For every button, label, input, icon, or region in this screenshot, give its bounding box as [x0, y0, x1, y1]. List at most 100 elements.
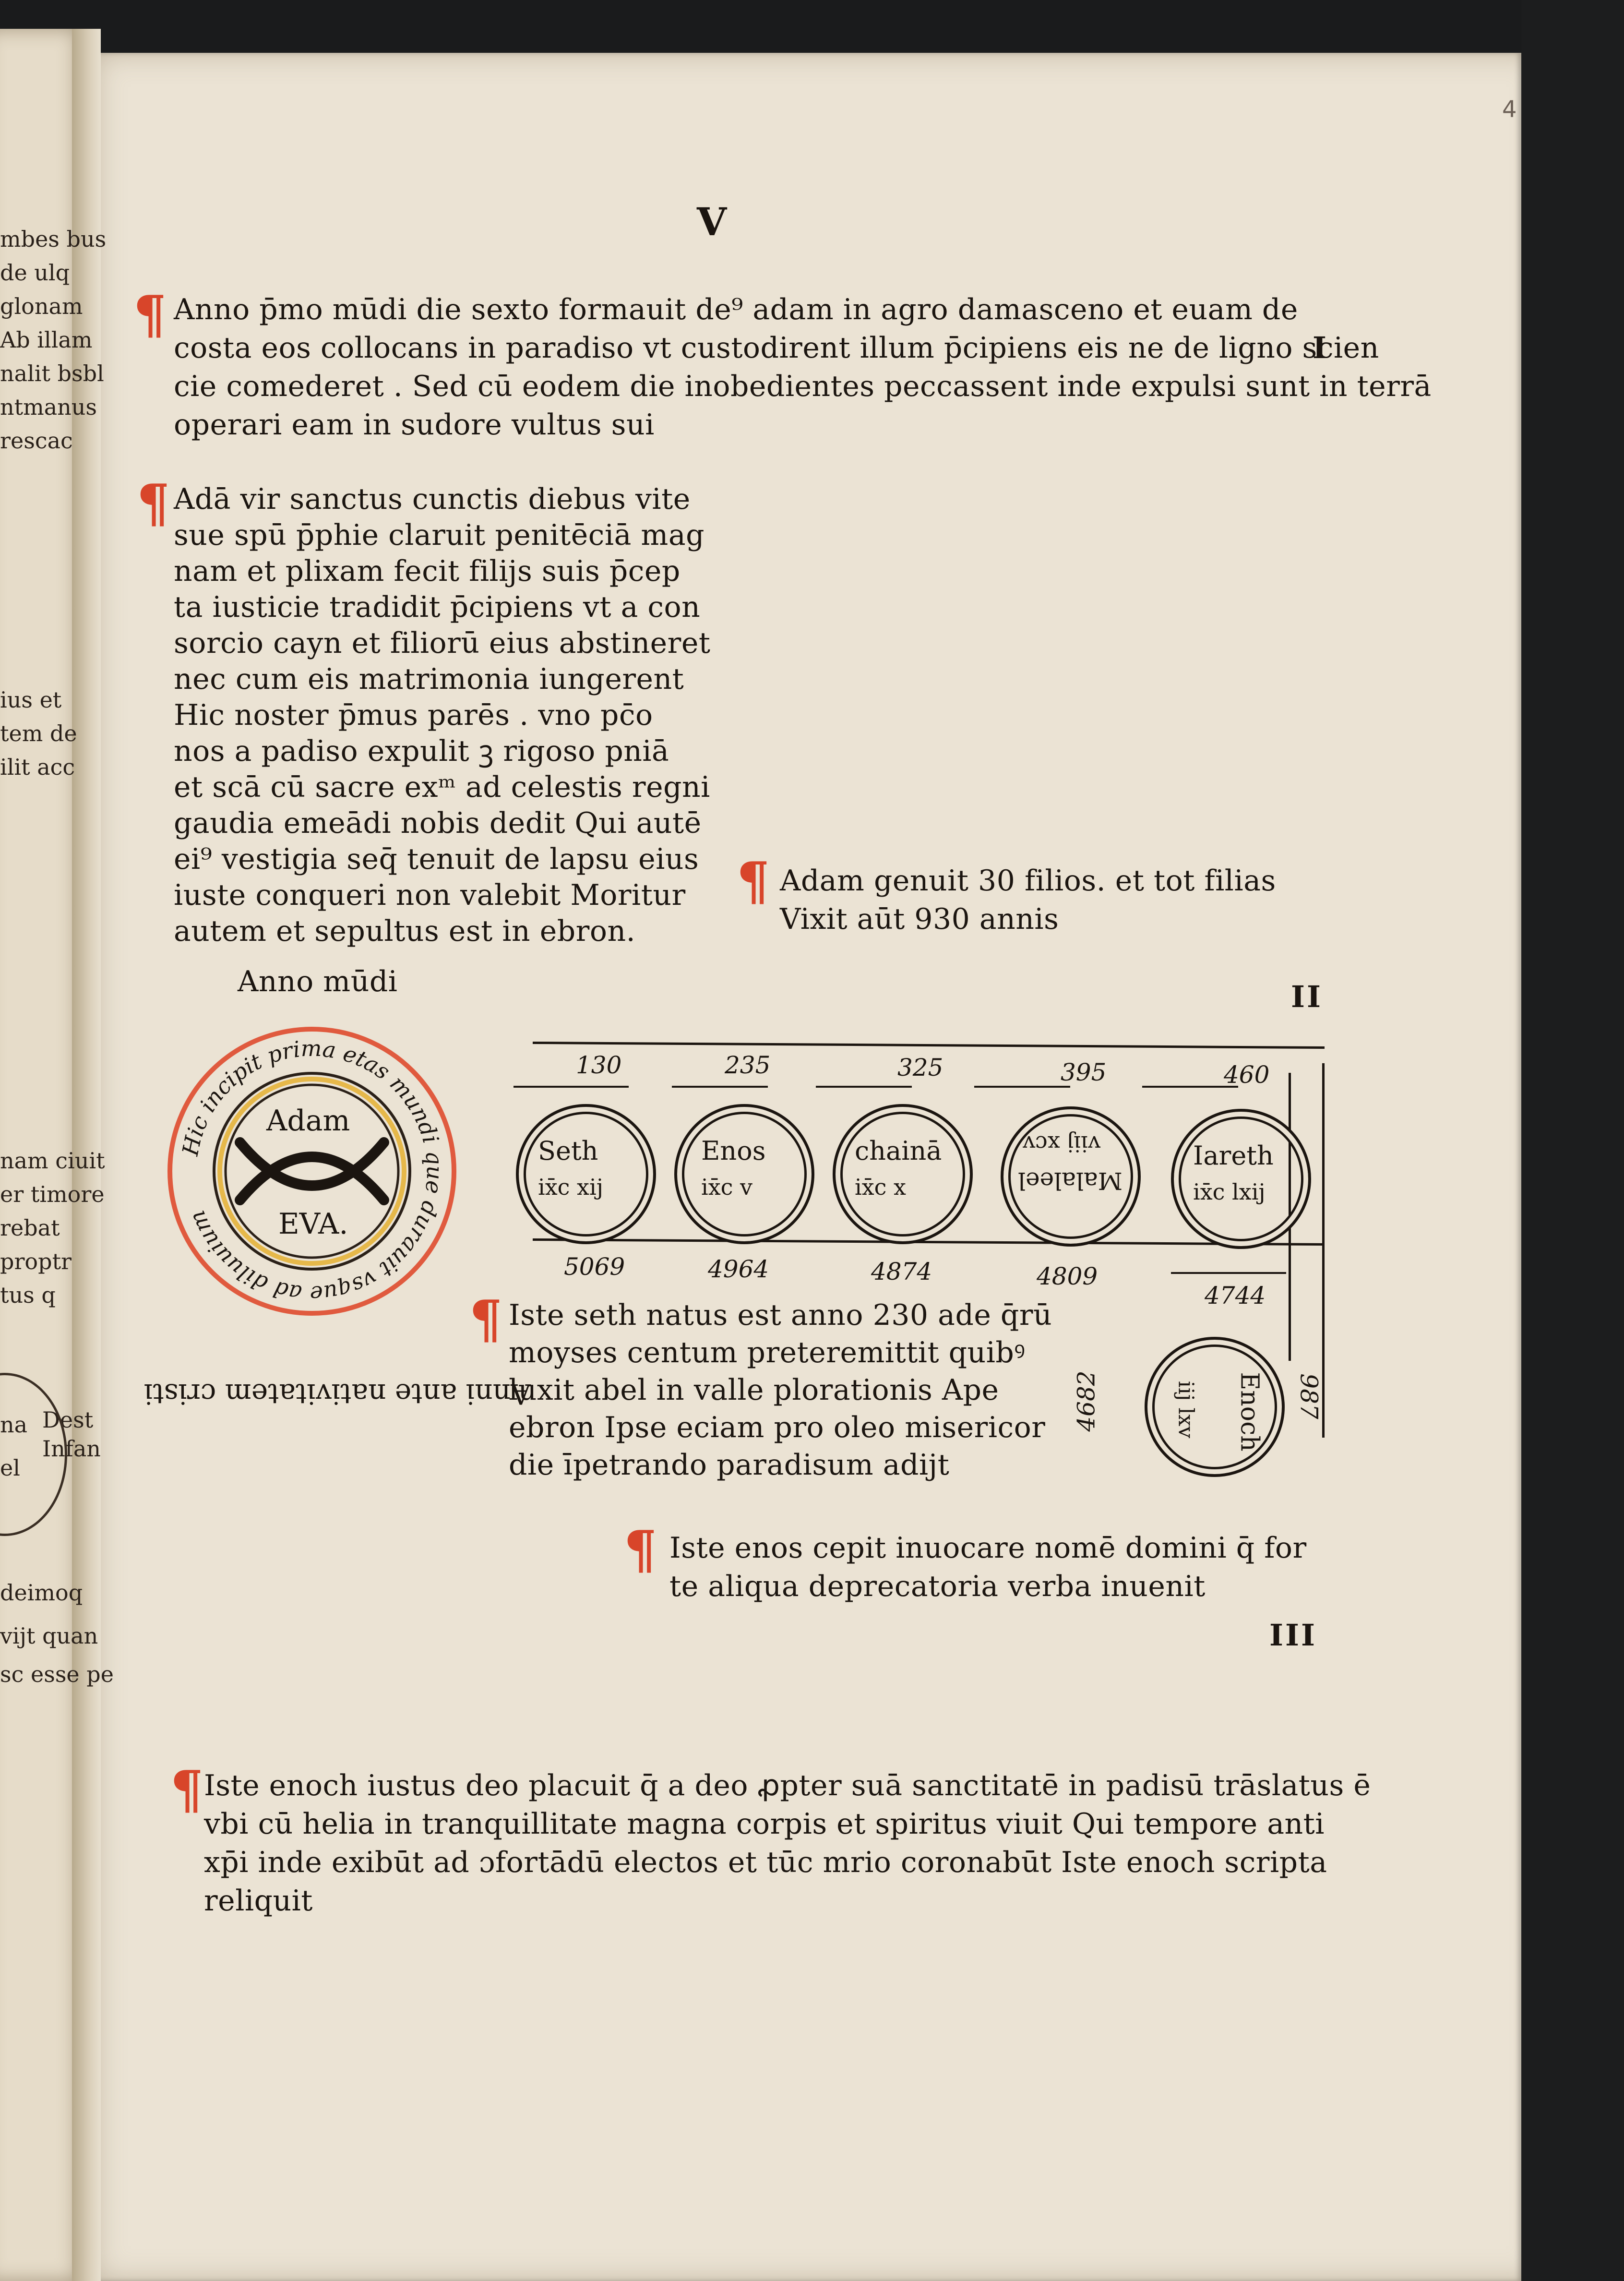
- roundel-iareth: Iareth ix̄c lxij: [1171, 1109, 1311, 1249]
- ring-text: Hic incipit prima etas mundi que durauit…: [177, 1035, 448, 1307]
- text-line: Adam genuit 30 filios. et tot filias: [780, 864, 1276, 898]
- marginal-numeral-II: II: [1291, 979, 1323, 1014]
- text-line: iuste conqueri non valebit Moritur: [174, 878, 686, 912]
- roundel-chainan: chainā ix̄c x: [833, 1104, 973, 1244]
- text-line: nam et plixam fecit filijs suis p̄cep: [174, 554, 681, 588]
- date-rule: [513, 1086, 629, 1088]
- fragment: ius et: [0, 687, 62, 713]
- text-line: die īpetrando paradisum adijt: [509, 1448, 950, 1482]
- date-rule: [1142, 1086, 1238, 1088]
- date-rule: [1171, 1272, 1286, 1274]
- text-line: sorcio cayn et filiorū eius abstineret: [174, 626, 711, 660]
- anno-mundi-label: Anno mūdi: [238, 965, 398, 998]
- text-line: cie comederet . Sed cū eodem die inobedi…: [174, 370, 1432, 403]
- pilcrow-mark: ¶: [137, 473, 170, 534]
- bottom-date: 4874: [871, 1258, 932, 1285]
- pilcrow-mark: ¶: [170, 1760, 203, 1820]
- text-line: ei⁹ vestigia seq̄ tenuit de lapsu eius: [174, 842, 699, 876]
- text-line: Adā vir sanctus cunctis diebus vite: [174, 482, 691, 516]
- scan-background: [1521, 0, 1624, 2281]
- text-line: gaudia emeādi nobis dedit Qui autē: [174, 806, 702, 840]
- roundel-name: Seth: [538, 1136, 598, 1166]
- fragment: tus q: [0, 1282, 56, 1308]
- roundel-enos: Enos ix̄c v: [674, 1104, 814, 1244]
- signature-mark: V: [697, 199, 727, 244]
- fragment: ntmanus: [0, 394, 97, 420]
- text-line: ebron Ipse eciam pro oleo misericor: [509, 1411, 1046, 1444]
- frame-right-line: [1322, 1063, 1325, 1438]
- marginal-numeral-I: I: [1313, 330, 1329, 365]
- roundel-name: Enos: [701, 1136, 766, 1166]
- text-line: Anno p̄mo mūdi die sexto formauit de⁹ ad…: [174, 293, 1298, 326]
- text-line: ta iusticie tradidit p̄cipiens vt a con: [174, 590, 701, 624]
- text-line: xp̄i inde exibūt ad ɔfortādū electos et …: [204, 1846, 1327, 1879]
- top-date: 235: [725, 1051, 771, 1079]
- fragment: ilit acc: [0, 754, 75, 780]
- fragment: de ulq: [0, 260, 70, 286]
- roundel-name: Malaleel: [1018, 1167, 1122, 1195]
- fragment: nalit bsbl: [0, 360, 104, 386]
- roundel-name: Iareth: [1193, 1140, 1274, 1171]
- roundel-years: ix̄c x: [855, 1174, 906, 1200]
- text-line: moyses centum preteremittit quibꝰ: [509, 1336, 1026, 1369]
- top-date: 395: [1061, 1058, 1107, 1086]
- text-line: Vixit aūt 930 annis: [780, 902, 1059, 936]
- text-line: costa eos collocans in paradiso vt custo…: [174, 331, 1379, 365]
- pilcrow-mark: ¶: [469, 1289, 502, 1350]
- text-line: reliquit: [204, 1884, 313, 1918]
- roundel-name: chainā: [855, 1136, 942, 1166]
- eva-name: EVA.: [278, 1207, 348, 1241]
- roundel-years: viij xcv: [1023, 1131, 1100, 1157]
- top-date: 130: [576, 1051, 622, 1079]
- enoch-right-date: 987: [1295, 1373, 1323, 1419]
- folio-number: 4: [1502, 96, 1517, 123]
- text-line: et scā cū sacre exᵐ ad celestis regni: [174, 770, 710, 804]
- text-line: luxit abel in valle plorationis Ape: [509, 1373, 999, 1407]
- fragment: deimoq: [0, 1580, 83, 1606]
- roundel-years: ix̄c lxij: [1193, 1179, 1266, 1205]
- text-line: nec cum eis matrimonia iungerent: [174, 662, 684, 696]
- fragment: mbes bus: [0, 226, 107, 252]
- ring-inscription: Hic incipit prima etas mundi que durauit…: [177, 1035, 448, 1307]
- top-date: 460: [1224, 1061, 1270, 1089]
- enoch-side-date: 4682: [1072, 1370, 1100, 1432]
- fragment: proptr: [0, 1249, 72, 1274]
- text-line: Hic noster p̄mus parēs . vno pc̄o: [174, 698, 653, 732]
- fragment: rescac: [0, 428, 73, 454]
- fragment: sc esse pe: [0, 1661, 114, 1687]
- fragment: tem de: [0, 720, 77, 746]
- roundel-years: iij lxv: [1173, 1381, 1198, 1439]
- date-rule: [672, 1086, 768, 1088]
- roundel-enoch: Enoch iij lxv: [1145, 1337, 1285, 1477]
- bottom-date: 4744: [1205, 1282, 1266, 1309]
- adam-eve-roundel: Hic incipit prima etas mundi que durauit…: [163, 1022, 461, 1320]
- bottom-date: 4809: [1037, 1262, 1098, 1290]
- adam-name: Adam: [266, 1104, 350, 1138]
- text-line: Iste enos cepit inuocare nomē domini q̄ …: [669, 1531, 1307, 1565]
- fragment: rebat: [0, 1215, 60, 1241]
- fragment: Ab illam: [0, 327, 93, 353]
- text-line: operari eam in sudore vultus sui: [174, 408, 655, 442]
- text-line: sue spū p̄phie claruit penitēciā mag: [174, 518, 705, 552]
- bottom-date: 5069: [564, 1253, 625, 1281]
- roundel-years: ix̄c xij: [538, 1174, 603, 1200]
- gutter-shadow: [72, 29, 101, 2281]
- fragment: glonam: [0, 293, 83, 319]
- fragment: vijt quan: [0, 1623, 98, 1649]
- pilcrow-mark: ¶: [737, 851, 770, 912]
- pilcrow-mark: ¶: [624, 1520, 657, 1580]
- text-line: nos a padiso expulit ꝫ rigoso pniā: [174, 734, 669, 768]
- text-line: Iste seth natus est anno 230 ade q̄rū: [509, 1298, 1052, 1332]
- upside-down-caption: Anni ante nativitatem cristi: [144, 1378, 531, 1410]
- text-line: Iste enoch iustus deo placuit q̄ a deo ꝓ…: [204, 1769, 1371, 1802]
- date-rule: [974, 1086, 1070, 1088]
- text-line: te aliqua deprecatoria verba inuenit: [669, 1570, 1206, 1603]
- bottom-date: 4964: [708, 1255, 769, 1283]
- roundel-seth: Seth ix̄c xij: [516, 1104, 656, 1244]
- marginal-numeral-III: III: [1269, 1618, 1317, 1653]
- top-date: 325: [897, 1054, 943, 1081]
- fragment: nam ciuit: [0, 1148, 105, 1174]
- roundel-malaleel: Malaleel viij xcv: [1001, 1106, 1141, 1247]
- svg-text:Hic incipit prima etas mundi q: Hic incipit prima etas mundi que durauit…: [177, 1035, 448, 1307]
